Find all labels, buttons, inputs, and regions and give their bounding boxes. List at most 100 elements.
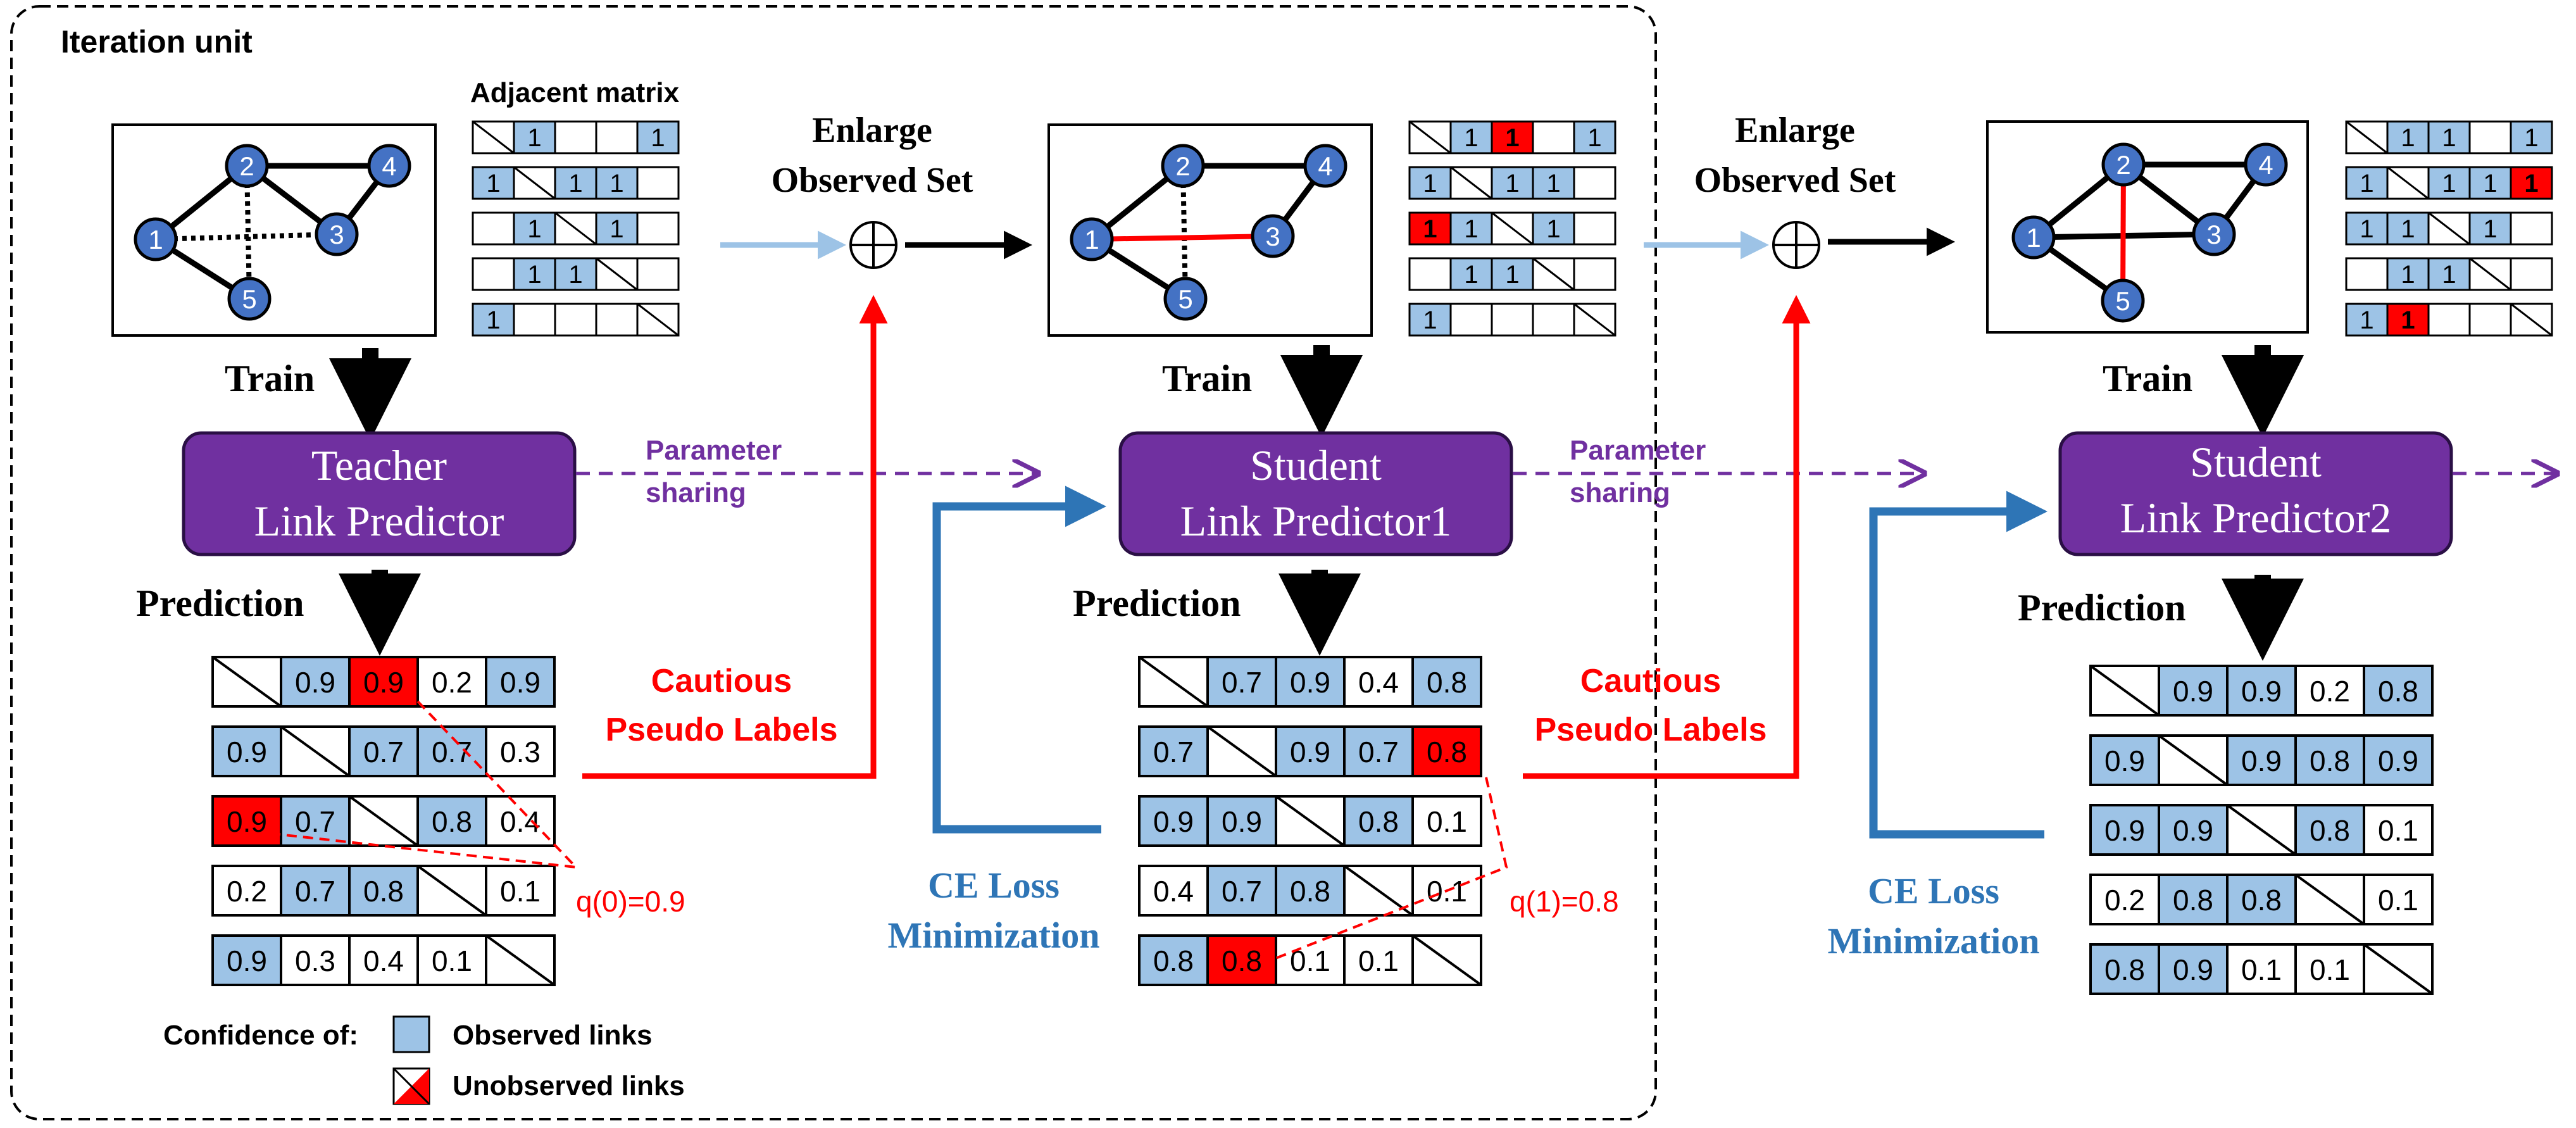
prediction-value: 0.8 xyxy=(363,875,404,908)
graph-node: 4 xyxy=(1303,144,1347,188)
prediction-value: 0.8 xyxy=(1427,736,1467,768)
prediction-value: 0.8 xyxy=(2310,814,2350,847)
prediction-value: 0.9 xyxy=(2173,814,2213,847)
matrix-cell xyxy=(1408,257,1452,291)
cautious-label-2b: Pseudo Labels xyxy=(1535,711,1767,748)
graph-node: 1 xyxy=(1070,217,1114,261)
matrix-value: 1 xyxy=(527,215,541,243)
matrix-cell xyxy=(595,120,639,154)
prediction-value: 0.1 xyxy=(2241,953,2282,986)
matrix-diagonal xyxy=(1409,120,1451,154)
prediction-label-2: Prediction xyxy=(1073,582,1241,624)
prediction-cell xyxy=(485,656,556,708)
cautious-label-2: Cautious xyxy=(1580,663,1721,699)
matrix-diagonal xyxy=(2469,257,2511,291)
prediction-cell xyxy=(2294,734,2365,786)
prediction-value: 0.7 xyxy=(1222,875,1262,908)
prediction-value: 0.9 xyxy=(1290,666,1330,699)
prediction-cell xyxy=(1411,795,1482,847)
prediction-value: 0.9 xyxy=(2173,675,2213,708)
prediction-cell xyxy=(1138,795,1209,847)
graph-node: 4 xyxy=(367,144,411,188)
graph-node: 3 xyxy=(1251,214,1295,258)
student-link-predictor-2: Student Link Predictor2 xyxy=(2058,431,2453,556)
prediction-value: 0.9 xyxy=(227,944,267,977)
enlarge-label-1b: Observed Set xyxy=(772,161,973,200)
matrix-cell xyxy=(1532,166,1575,200)
cautious-label-1: Cautious xyxy=(651,663,792,699)
matrix-value: 1 xyxy=(1546,170,1560,197)
matrix-cell xyxy=(2510,120,2553,154)
prediction-cell xyxy=(416,795,487,847)
prediction-value: 0.1 xyxy=(500,875,541,908)
prediction-cell xyxy=(1343,725,1414,777)
prediction-cell xyxy=(348,725,419,777)
ce-loss-arrow-1 xyxy=(932,486,1106,834)
matrix-value: 1 xyxy=(651,124,665,152)
node-label: 2 xyxy=(239,151,254,181)
matrix-value: 1 xyxy=(2360,170,2373,197)
matrix-diagonal xyxy=(637,303,679,337)
matrix-cell xyxy=(1573,166,1616,200)
matrix-cell xyxy=(472,166,515,200)
enlarge-label-2: Enlarge xyxy=(1735,111,1855,150)
q0-label: q(0)=0.9 xyxy=(576,885,685,918)
prediction-value: 0.4 xyxy=(1358,666,1399,699)
node-label: 3 xyxy=(2206,220,2221,249)
matrix-value: 1 xyxy=(2442,124,2456,152)
prediction-value: 0.7 xyxy=(295,875,335,908)
matrix-value: 1 xyxy=(1587,124,1601,152)
matrix-cell xyxy=(636,120,680,154)
matrix-cell xyxy=(595,303,639,337)
matrix-value: 1 xyxy=(610,215,623,243)
matrix-value: 1 xyxy=(2401,306,2415,334)
graph-node: 1 xyxy=(134,217,178,261)
matrix-cell xyxy=(554,257,597,291)
prediction-cell xyxy=(211,934,282,986)
matrix-cell xyxy=(1491,166,1534,200)
teacher-link-predictor: Teacher Link Predictor xyxy=(182,431,577,556)
matrix-cell xyxy=(636,211,680,246)
node-label: 3 xyxy=(329,220,344,249)
prediction-diagonal xyxy=(2294,874,2365,925)
prediction-cell xyxy=(1411,656,1482,708)
matrix-cell xyxy=(2345,257,2389,291)
prediction-value: 0.9 xyxy=(2241,744,2282,777)
graph-node: 3 xyxy=(315,212,359,256)
prediction-value: 0.9 xyxy=(227,736,267,768)
matrix-value: 1 xyxy=(1464,124,1478,152)
prediction-cell xyxy=(2089,943,2160,995)
prediction-value: 0.9 xyxy=(227,805,267,838)
prediction-cell xyxy=(2089,874,2160,925)
prediction-cell xyxy=(2363,734,2434,786)
prediction-cell xyxy=(1206,795,1277,847)
iteration-unit-label: Iteration unit xyxy=(61,24,253,60)
legend-unobserved-label: Unobserved links xyxy=(453,1070,685,1101)
prediction-diagonal xyxy=(1411,934,1482,986)
prediction-cell xyxy=(2363,874,2434,925)
matrix-cell xyxy=(1449,303,1493,337)
matrix-diagonal xyxy=(1450,166,1492,200)
matrix-cell xyxy=(513,257,556,291)
prediction-value: 0.4 xyxy=(1153,875,1194,908)
matrix-cell xyxy=(2468,211,2512,246)
prediction-cell xyxy=(280,656,351,708)
matrix-value: 1 xyxy=(2401,124,2415,152)
prediction-diagonal xyxy=(2363,943,2434,995)
graph-edge-unobserved xyxy=(155,232,337,242)
prediction-cell xyxy=(1343,795,1414,847)
matrix-cell xyxy=(513,211,556,246)
q0-callout-lines xyxy=(278,700,580,869)
matrix-diagonal xyxy=(472,120,515,154)
iteration-unit-frame xyxy=(10,5,1657,1120)
matrix-cell xyxy=(2468,166,2512,200)
prediction-cell xyxy=(280,934,351,986)
matrix-value: 1 xyxy=(1546,215,1560,243)
matrix-value: 1 xyxy=(486,306,500,334)
matrix-cell xyxy=(1573,211,1616,246)
prediction-diagonal xyxy=(2089,665,2160,717)
matrix-value: 1 xyxy=(2442,170,2456,197)
prediction-cell xyxy=(2363,804,2434,856)
